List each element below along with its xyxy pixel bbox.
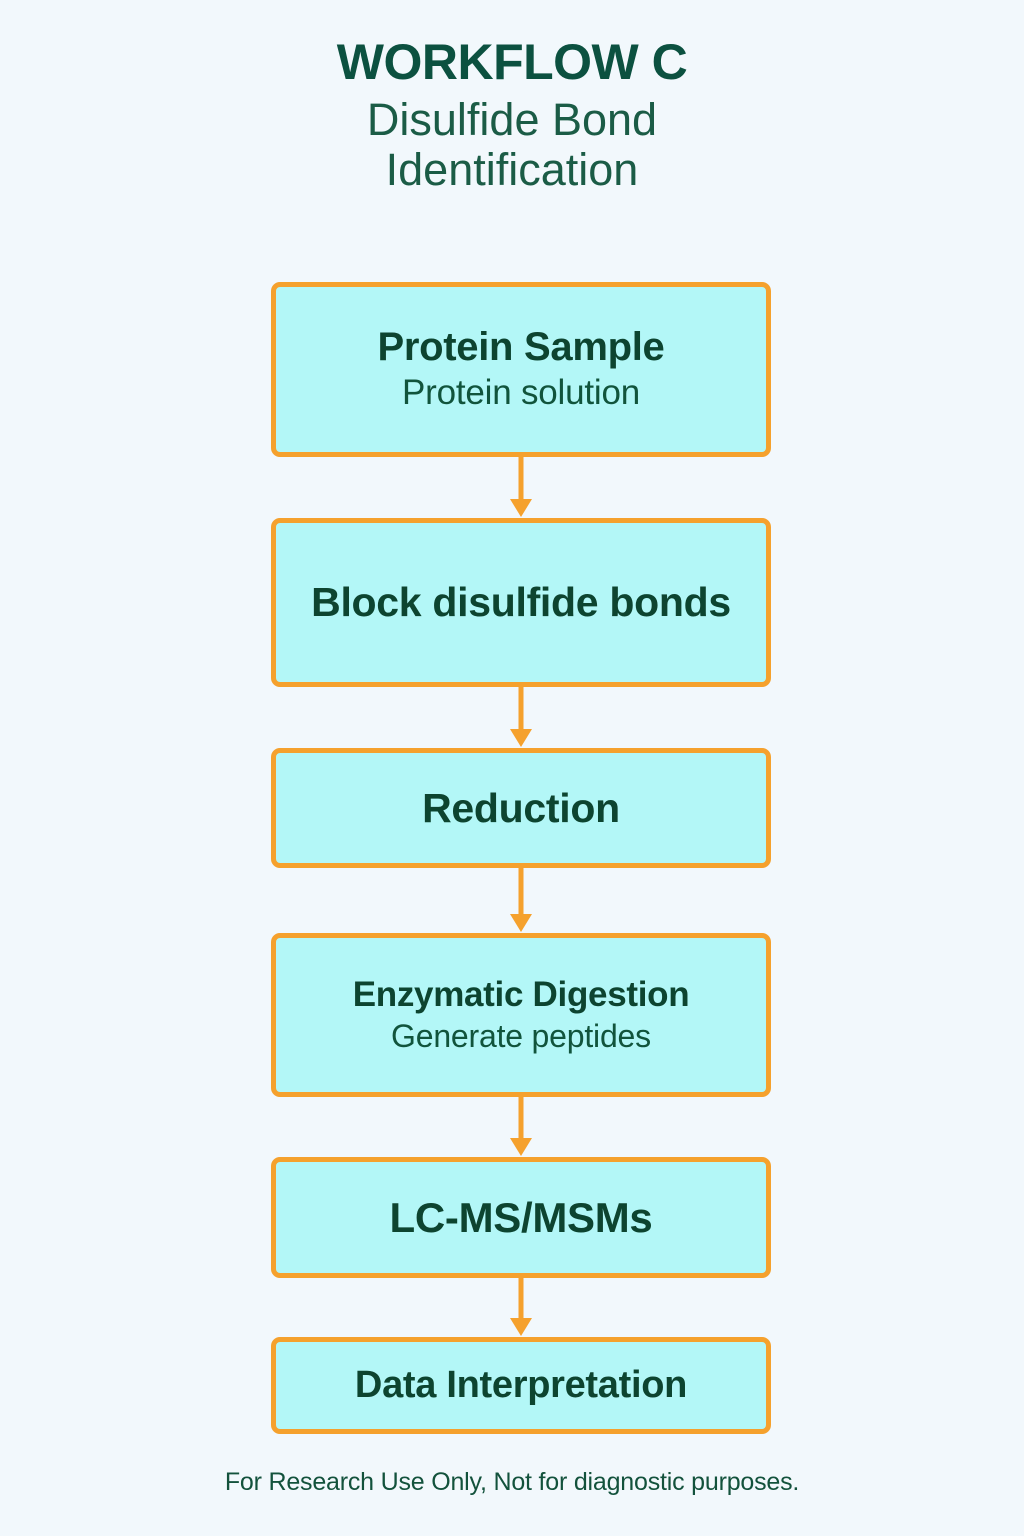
flow-node-enzymatic-digestion[interactable]: Enzymatic Digestion Generate peptides — [271, 933, 771, 1097]
workflow-flow-column: Protein Sample Protein solution Block di… — [271, 282, 771, 1434]
down-arrow-icon — [510, 868, 532, 932]
flow-node-title: Reduction — [422, 784, 620, 831]
flow-connector — [271, 1097, 771, 1157]
flow-node-lc-ms-msms[interactable]: LC-MS/MSMs — [271, 1157, 771, 1278]
down-arrow-icon — [510, 687, 532, 747]
flow-node-title: Data Interpretation — [354, 1363, 688, 1406]
flow-node-title: Enzymatic Digestion — [352, 974, 690, 1014]
page-subtitle: Disulfide Bond Identification — [0, 95, 1024, 194]
flow-node-block-disulfide-bonds[interactable]: Block disulfide bonds — [271, 518, 771, 687]
footer-disclaimer: For Research Use Only, Not for diagnosti… — [224, 1468, 800, 1496]
page-title: WORKFLOW C — [336, 34, 688, 90]
diagram-header: WORKFLOW C Disulfide Bond Identification — [0, 36, 1024, 194]
flow-node-data-interpretation[interactable]: Data Interpretation — [271, 1337, 771, 1434]
down-arrow-icon — [510, 1097, 532, 1156]
flow-node-title: LC-MS/MSMs — [389, 1193, 653, 1241]
flow-connector — [271, 1278, 771, 1337]
page-subtitle-line-1: Disulfide Bond — [366, 94, 658, 145]
down-arrow-icon — [510, 457, 532, 517]
flow-connector — [271, 457, 771, 518]
flow-node-reduction[interactable]: Reduction — [271, 748, 771, 868]
page-subtitle-line-2: Identification — [385, 143, 639, 195]
flow-connector — [271, 868, 771, 933]
flow-node-subtitle: Generate peptides — [391, 1018, 651, 1055]
flow-node-protein-sample[interactable]: Protein Sample Protein solution — [271, 282, 771, 457]
flow-node-title: Block disulfide bonds — [311, 579, 731, 626]
flow-connector — [271, 687, 771, 748]
down-arrow-icon — [510, 1278, 532, 1336]
flow-node-subtitle: Protein solution — [401, 373, 641, 412]
flow-node-title: Protein Sample — [377, 325, 665, 370]
